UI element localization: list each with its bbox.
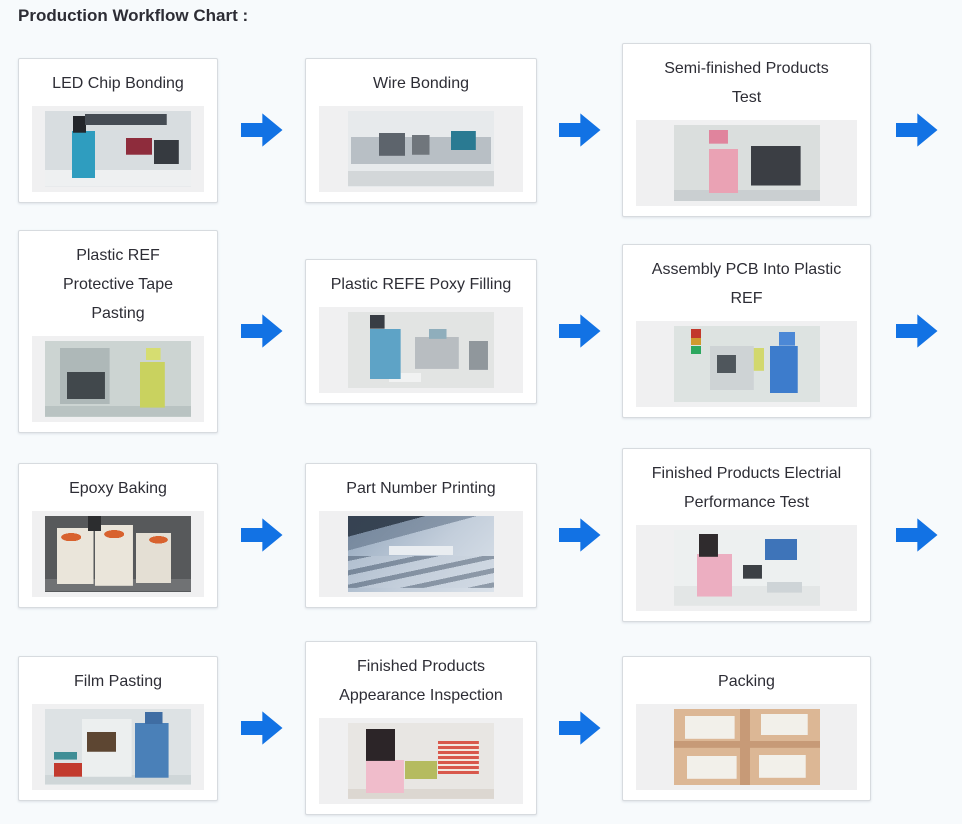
step-photo [45, 515, 191, 592]
workflow-step-card: Assembly PCB Into Plastic REF [622, 244, 871, 418]
flow-arrow-cell [218, 36, 305, 224]
flow-arrow-cell [871, 224, 962, 438]
workflow-step-card: LED Chip Bonding [18, 57, 218, 203]
step-photo-frame [636, 120, 857, 206]
right-arrow-icon [240, 314, 283, 348]
step-title: Semi-finished Products Test [664, 60, 829, 106]
step-photo-frame [32, 335, 204, 422]
step-photo-frame [319, 510, 523, 597]
flow-arrow-cell [537, 36, 622, 224]
right-arrow-icon [558, 518, 601, 552]
workflow-step-card: Plastic REFE Poxy Filling [305, 258, 537, 404]
workflow-step-card: Part Number Printing [305, 462, 537, 608]
step-photo [45, 110, 191, 187]
flow-arrow-cell [218, 632, 305, 824]
step-title: Packing [718, 672, 775, 690]
step-photo [348, 110, 494, 187]
right-arrow-icon [895, 113, 938, 147]
workflow-step-card: Semi-finished Products Test [622, 43, 871, 217]
workflow-step-card: Film Pasting [18, 655, 218, 801]
workflow-step-card: Packing [622, 655, 871, 801]
right-arrow-icon [240, 518, 283, 552]
workflow-step-card: Plastic REF Protective Tape Pasting [18, 229, 218, 433]
flow-arrow-cell [218, 224, 305, 438]
step-title: Finished Products Appearance Inspection [339, 658, 503, 704]
step-photo [673, 326, 820, 402]
workflow-grid: LED Chip Bonding Wire Bonding Semi-finis… [0, 36, 962, 824]
step-photo-frame [32, 510, 204, 597]
flow-arrow-cell [537, 632, 622, 824]
step-photo [45, 708, 191, 785]
step-photo [673, 708, 820, 785]
step-photo-frame [319, 718, 523, 804]
workflow-step-card: Finished Products Appearance Inspection [305, 641, 537, 815]
step-title: Finished Products Electrial Performance … [651, 465, 842, 511]
step-photo [673, 125, 820, 201]
step-title: Part Number Printing [346, 479, 496, 497]
right-arrow-icon [895, 518, 938, 552]
step-photo-frame [636, 321, 857, 407]
step-photo-frame [636, 703, 857, 790]
step-photo-frame [32, 703, 204, 790]
right-arrow-icon [558, 711, 601, 745]
right-arrow-icon [240, 711, 283, 745]
right-arrow-icon [240, 113, 283, 147]
step-photo-frame [319, 105, 523, 192]
flow-arrow-cell [537, 224, 622, 438]
step-title: Plastic REFE Poxy Filling [330, 275, 512, 293]
right-arrow-icon [558, 314, 601, 348]
step-photo [348, 515, 494, 592]
flow-arrow-cell [218, 438, 305, 632]
step-title: Plastic REF Protective Tape Pasting [63, 246, 173, 322]
workflow-step-card: Wire Bonding [305, 57, 537, 203]
workflow-step-card: Epoxy Baking [18, 462, 218, 608]
flow-arrow-cell [871, 36, 962, 224]
step-title: Film Pasting [73, 672, 163, 690]
right-arrow-icon [895, 314, 938, 348]
workflow-step-card: Finished Products Electrial Performance … [622, 448, 871, 622]
step-title: Assembly PCB Into Plastic REF [651, 261, 842, 307]
step-photo [45, 340, 191, 417]
step-title: Wire Bonding [372, 74, 470, 92]
right-arrow-icon [558, 113, 601, 147]
step-photo-frame [319, 306, 523, 393]
step-photo-frame [636, 525, 857, 611]
step-photo [348, 723, 494, 799]
page-title: Production Workflow Chart : [18, 6, 249, 25]
flow-arrow-cell [537, 438, 622, 632]
step-photo [673, 530, 820, 606]
flow-arrow-cell [871, 438, 962, 632]
step-photo-frame [32, 105, 204, 192]
step-title: LED Chip Bonding [52, 74, 184, 92]
step-title: Epoxy Baking [69, 479, 167, 497]
step-photo [348, 311, 494, 388]
